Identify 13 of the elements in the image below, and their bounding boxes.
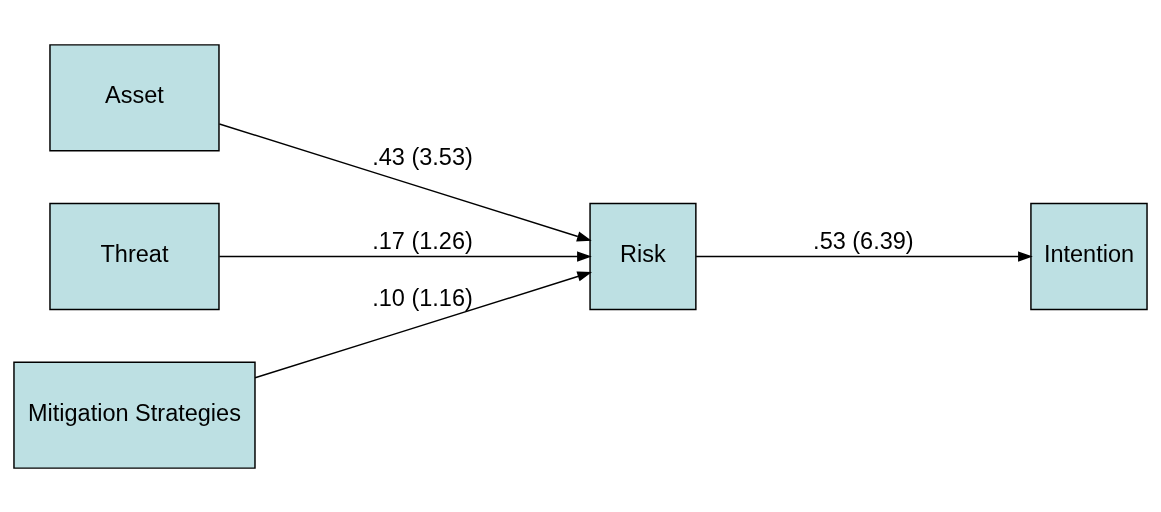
arrow bbox=[218, 122, 592, 241]
edge-label: .17 (1.26) bbox=[372, 227, 473, 254]
node-box: Mitigation Strategies bbox=[13, 361, 256, 469]
edge-label: .53 (6.39) bbox=[813, 227, 914, 254]
edge-label: .43 (3.53) bbox=[372, 143, 473, 170]
arrow bbox=[695, 250, 1033, 262]
arrow bbox=[254, 271, 593, 379]
edge-label: .10 (1.16) bbox=[372, 284, 473, 311]
node-box: Asset bbox=[49, 43, 220, 151]
node-box: Threat bbox=[49, 202, 220, 310]
node-box: Intention bbox=[1030, 202, 1148, 310]
arrow bbox=[218, 250, 592, 262]
node-box: Risk bbox=[589, 202, 697, 310]
